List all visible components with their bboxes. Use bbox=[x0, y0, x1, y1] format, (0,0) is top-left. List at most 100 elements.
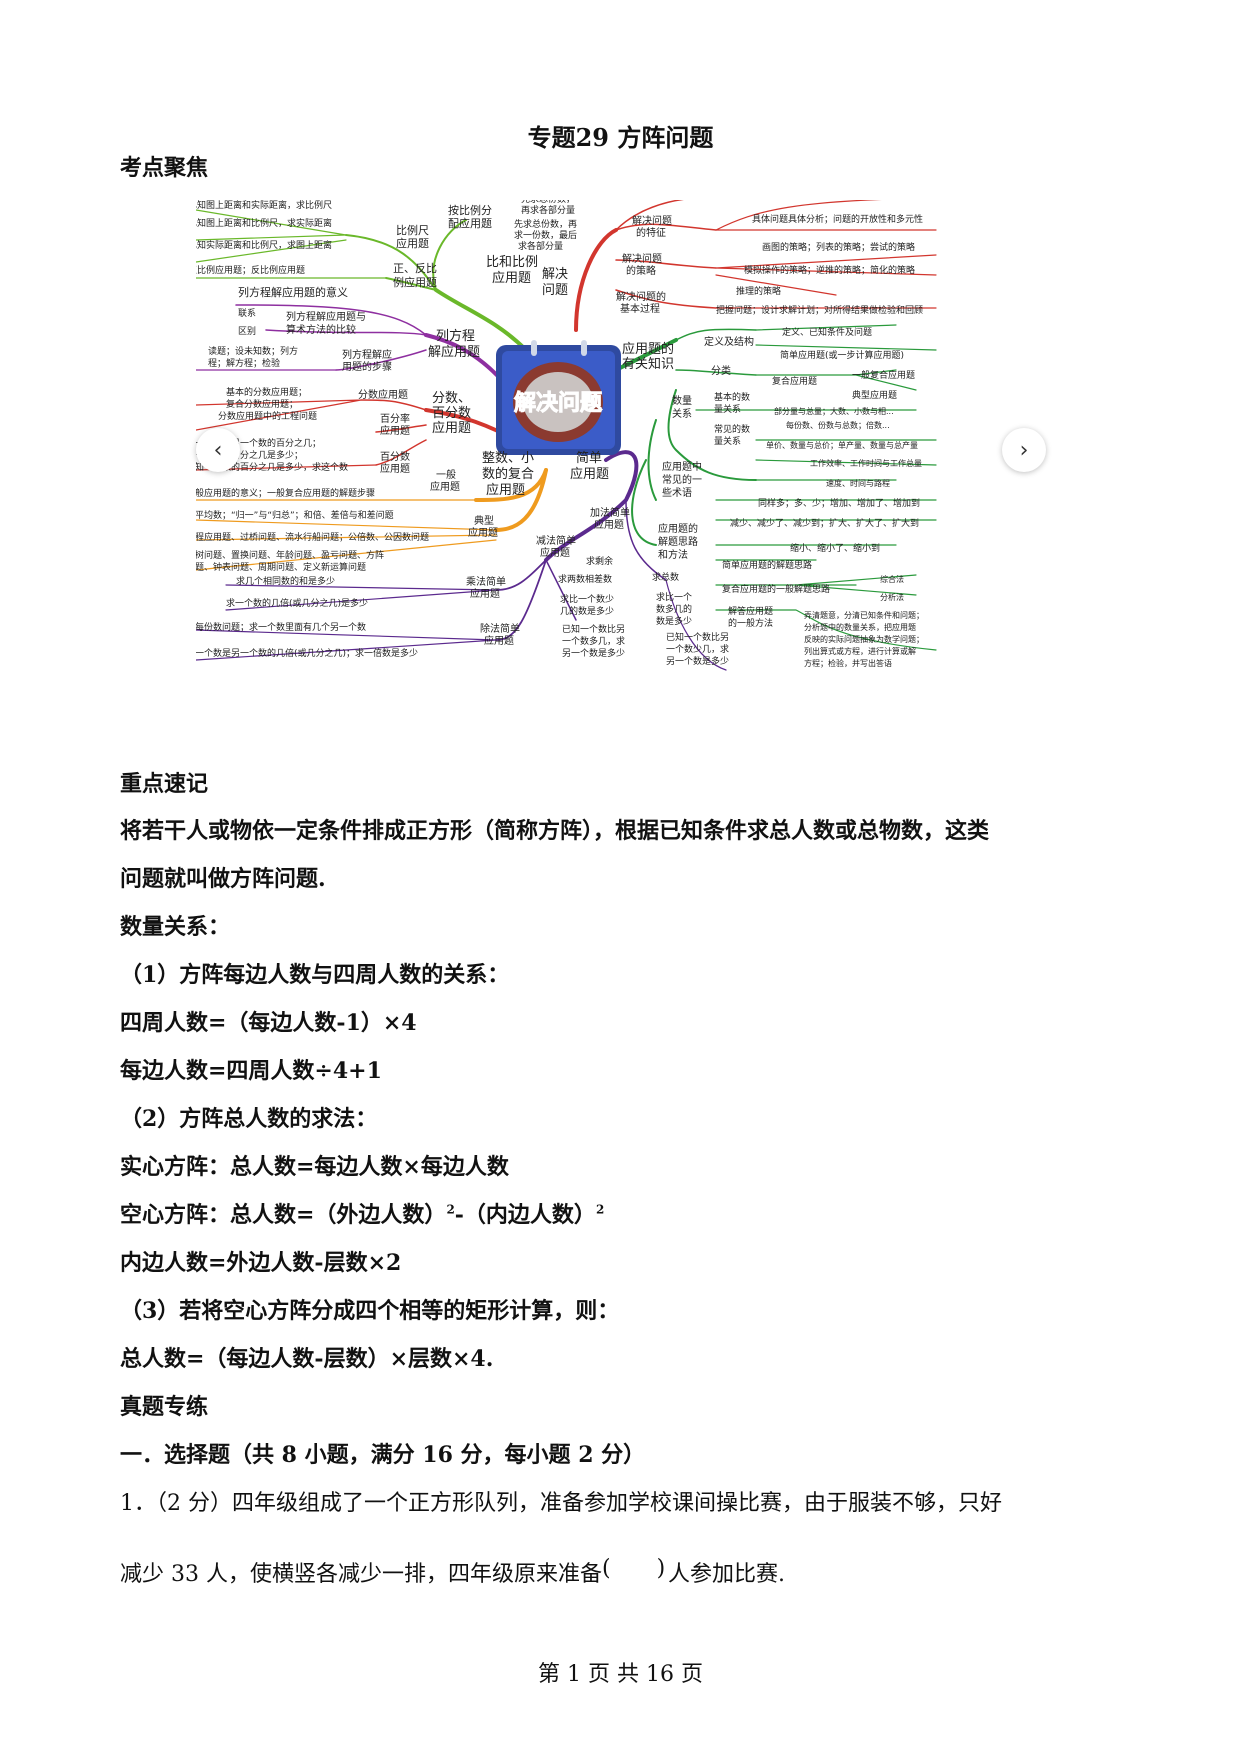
svg-text:把握问题；设计求解计划；对所得结果做检验和回顾: 把握问题；设计求解计划；对所得结果做检验和回顾 bbox=[716, 304, 923, 316]
relation2-title: （2）方阵总人数的求法： bbox=[120, 1106, 378, 1132]
svg-text:按比例分: 按比例分 bbox=[448, 203, 492, 217]
svg-text:应用题: 应用题 bbox=[470, 587, 500, 600]
svg-text:应用题: 应用题 bbox=[484, 634, 514, 647]
svg-text:除法简单: 除法简单 bbox=[480, 622, 520, 635]
svg-text:常见的一: 常见的一 bbox=[662, 473, 702, 486]
svg-text:简单应用题的解题思路: 简单应用题的解题思路 bbox=[722, 559, 812, 571]
svg-text:列出算式或方程，进行计算或解: 列出算式或方程，进行计算或解 bbox=[804, 646, 916, 656]
page-title: 专题29 方阵问题 bbox=[527, 123, 714, 152]
svg-text:解决: 解决 bbox=[542, 267, 568, 282]
svg-text:应用题中: 应用题中 bbox=[662, 460, 702, 473]
svg-text:求总数: 求总数 bbox=[652, 571, 679, 583]
svg-text:另一个数是多少: 另一个数是多少 bbox=[562, 647, 625, 659]
svg-text:已知图上距离和实际距离，求比例尺: 已知图上距离和实际距离，求比例尺 bbox=[196, 200, 332, 211]
svg-text:每份数、份数与总数；倍数...: 每份数、份数与总数；倍数... bbox=[786, 420, 890, 430]
svg-text:画图的策略；列表的策略；尝试的策略: 画图的策略；列表的策略；尝试的策略 bbox=[762, 241, 915, 253]
svg-text:解应用题: 解应用题 bbox=[428, 344, 480, 360]
answer-blank[interactable]: () bbox=[601, 1556, 666, 1581]
svg-text:求各部分量: 求各部分量 bbox=[518, 240, 563, 252]
relation3-formula: 总人数=（每边人数-层数）×层数×4. bbox=[120, 1346, 494, 1372]
notes-paragraph-line1: 将若干人或物依一定条件排成正方形（简称方阵），根据已知条件求总人数或总物数，这类 bbox=[120, 818, 990, 844]
svg-text:基本过程: 基本过程 bbox=[620, 302, 660, 315]
svg-text:有关知识: 有关知识 bbox=[622, 356, 674, 372]
svg-text:求一份数，最后: 求一份数，最后 bbox=[514, 229, 577, 241]
svg-text:解决问题: 解决问题 bbox=[622, 252, 662, 265]
svg-text:程；解方程；检验: 程；解方程；检验 bbox=[208, 357, 280, 369]
svg-text:常见的数: 常见的数 bbox=[714, 423, 750, 435]
svg-text:已知实际距离和比例尺，求图上距离: 已知实际距离和比例尺，求图上距离 bbox=[196, 239, 332, 251]
svg-text:应用题: 应用题 bbox=[380, 462, 410, 475]
page-footer: 第 1 页 共 16 页 bbox=[538, 1662, 703, 1687]
svg-text:分数、: 分数、 bbox=[432, 391, 471, 406]
svg-text:数量: 数量 bbox=[672, 394, 692, 407]
relation1-title: （1）方阵每边人数与四周人数的关系： bbox=[120, 962, 510, 988]
carousel-next-button[interactable]: › bbox=[1002, 428, 1046, 472]
svg-text:的特征: 的特征 bbox=[636, 226, 666, 239]
relation1-formula-b: 每边人数=四周人数÷4+1 bbox=[120, 1058, 382, 1084]
svg-text:基本的数: 基本的数 bbox=[714, 391, 750, 403]
svg-text:简单应用题(或一步计算应用题): 简单应用题(或一步计算应用题) bbox=[780, 349, 904, 361]
mind-map-center-label: 解决问题 bbox=[514, 390, 603, 416]
chevron-right-icon: › bbox=[1019, 437, 1029, 463]
svg-text:量关系: 量关系 bbox=[714, 435, 741, 447]
svg-text:应用题: 应用题 bbox=[570, 466, 609, 482]
svg-text:先求总份数，: 先求总份数， bbox=[521, 200, 575, 205]
question1-line1: 1．（2 分）四年级组成了一个正方形队列，准备参加学校课间操比赛，由于服装不够，… bbox=[120, 1491, 1002, 1516]
svg-text:量关系: 量关系 bbox=[714, 403, 741, 415]
svg-text:的一般方法: 的一般方法 bbox=[728, 617, 773, 629]
carousel-prev-button[interactable]: ‹ bbox=[196, 428, 240, 472]
mind-map-center: 解决问题 bbox=[496, 340, 621, 455]
svg-text:复合应用题: 复合应用题 bbox=[772, 375, 817, 387]
svg-text:求比一个数少: 求比一个数少 bbox=[560, 593, 614, 605]
svg-text:速度、时间与路程: 速度、时间与路程 bbox=[826, 478, 890, 488]
svg-text:求平均数；“归一”与“归总”；和倍、差倍与和差问题: 求平均数；“归一”与“归总”；和倍、差倍与和差问题 bbox=[196, 509, 394, 521]
svg-text:分析题中的数量关系，把应用题: 分析题中的数量关系，把应用题 bbox=[804, 622, 916, 632]
svg-text:比例尺: 比例尺 bbox=[396, 223, 429, 237]
svg-text:应用题: 应用题 bbox=[468, 526, 498, 539]
relation2-formula-b: 空心方阵：总人数=（外边人数）2-（内边人数）2 bbox=[120, 1202, 605, 1228]
svg-text:关系: 关系 bbox=[672, 407, 692, 420]
svg-text:求每份数问题；求一个数里面有几个另一个数: 求每份数问题；求一个数里面有几个另一个数 bbox=[196, 621, 366, 633]
svg-text:植树问题、置换问题、年龄问题、盈亏问题、方阵: 植树问题、置换问题、年龄问题、盈亏问题、方阵 bbox=[196, 549, 384, 561]
svg-text:分类: 分类 bbox=[711, 364, 731, 377]
svg-text:推理的策略: 推理的策略 bbox=[736, 285, 781, 297]
svg-text:几的数是多少: 几的数是多少 bbox=[560, 605, 614, 617]
svg-text:模拟操作的策略；逆推的策略；简化的策略: 模拟操作的策略；逆推的策略；简化的策略 bbox=[744, 264, 915, 276]
svg-text:应用题: 应用题 bbox=[540, 546, 570, 559]
svg-text:一般: 一般 bbox=[436, 468, 456, 481]
svg-text:配应用题: 配应用题 bbox=[448, 216, 492, 230]
relation2-formula-a: 实心方阵：总人数=每边人数×每边人数 bbox=[120, 1154, 509, 1180]
chevron-left-icon: ‹ bbox=[213, 437, 223, 463]
svg-text:分数应用题中的工程问题: 分数应用题中的工程问题 bbox=[218, 410, 317, 422]
svg-text:典型: 典型 bbox=[474, 514, 494, 527]
question1-line2: 减少 33 人，使横竖各减少一排，四年级原来准备()人参加比赛. bbox=[120, 1556, 785, 1587]
svg-text:简单: 简单 bbox=[576, 450, 602, 466]
svg-text:和方法: 和方法 bbox=[658, 548, 688, 561]
svg-text:解决问题的: 解决问题的 bbox=[616, 290, 666, 303]
quantity-relation-title: 数量关系： bbox=[120, 914, 231, 940]
svg-text:数多几的: 数多几的 bbox=[656, 603, 692, 615]
svg-text:算术方法的比较: 算术方法的比较 bbox=[286, 323, 356, 336]
part1-title: 一．选择题（共 8 小题，满分 16 分，每小题 2 分） bbox=[120, 1442, 646, 1468]
svg-text:加法简单: 加法简单 bbox=[590, 506, 630, 519]
svg-text:已知一个数比另: 已知一个数比另 bbox=[562, 623, 625, 635]
svg-text:列方程解应用题的意义: 列方程解应用题的意义 bbox=[238, 285, 348, 299]
svg-text:定义、已知条件及问题: 定义、已知条件及问题 bbox=[782, 326, 872, 338]
svg-text:列方程: 列方程 bbox=[436, 328, 475, 344]
mm-ratio-main: 比和比例 bbox=[486, 255, 538, 270]
svg-text:数的复合: 数的复合 bbox=[482, 466, 534, 482]
svg-text:一个数多几，求: 一个数多几，求 bbox=[562, 635, 625, 647]
svg-text:分数应用题: 分数应用题 bbox=[358, 388, 408, 401]
svg-text:典型应用题: 典型应用题 bbox=[852, 389, 897, 401]
section-heading-notes: 重点速记 bbox=[120, 771, 209, 797]
svg-text:应用题: 应用题 bbox=[396, 236, 429, 250]
svg-text:一般复合应用题: 一般复合应用题 bbox=[852, 369, 915, 381]
svg-text:应用题: 应用题 bbox=[492, 270, 531, 286]
svg-text:已知一个数比另: 已知一个数比另 bbox=[666, 631, 729, 643]
notes-paragraph-line2: 问题就叫做方阵问题. bbox=[120, 866, 326, 892]
svg-text:同样多；多、少；增加、增加了、增加到: 同样多；多、少；增加、增加了、增加到 bbox=[758, 497, 920, 509]
svg-text:具体问题具体分析；问题的开放性和多元性: 具体问题具体分析；问题的开放性和多元性 bbox=[752, 213, 923, 225]
svg-text:正、反比: 正、反比 bbox=[393, 262, 437, 275]
svg-text:一般应用题的意义；一般复合应用题的解题步骤: 一般应用题的意义；一般复合应用题的解题步骤 bbox=[196, 487, 375, 499]
svg-text:求一个数的几倍(或几分之几)是多少: 求一个数的几倍(或几分之几)是多少 bbox=[226, 597, 368, 609]
